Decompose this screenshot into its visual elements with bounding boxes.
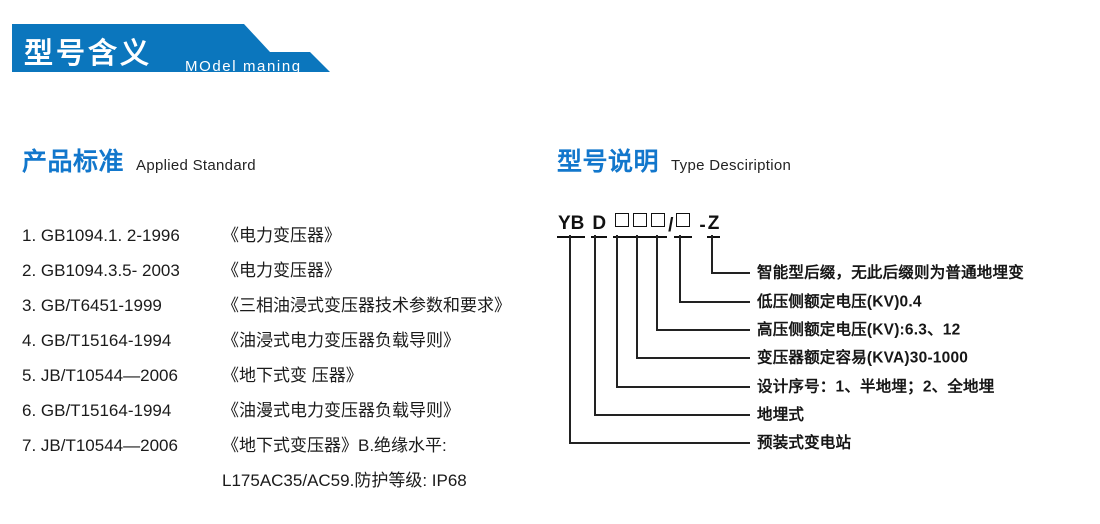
square-box-icon <box>615 213 630 227</box>
standards-list: 1. GB1094.1. 2-1996 《电力变压器》 2. GB1094.3.… <box>22 218 542 498</box>
banner-title: 型号含义 <box>24 38 153 70</box>
code-segment-yb: YB <box>557 214 586 238</box>
standard-code: 4. GB/T15164-1994 <box>22 331 172 350</box>
legend-item-design-serial: 设计序号：1、半地埋；2、全地埋 <box>757 378 995 396</box>
section-heading-type-description: 型号说明 Type Desciription <box>557 142 791 178</box>
code-segment-z: Z <box>706 214 721 238</box>
square-box-icon <box>676 213 691 227</box>
code-segment-d: D <box>591 214 608 238</box>
legend-item-prefab-substation: 预装式变电站 <box>757 434 852 452</box>
banner-shape <box>12 24 330 72</box>
standard-code: 3. GB/T6451-1999 <box>22 296 162 315</box>
model-code-diagram: YB D / - Z 智能型后缀，无此后缀则为 <box>545 205 1095 470</box>
standard-code: 6. GB/T15164-1994 <box>22 401 172 420</box>
section-heading-applied-standard: 产品标准 Applied Standard <box>22 142 256 178</box>
list-item: 2. GB1094.3.5- 2003 《电力变压器》 <box>22 253 542 288</box>
type-description-title-en: Type Desciription <box>671 157 792 174</box>
code-segment-box-1 <box>613 213 632 238</box>
page-banner: 型号含义 MOdel maning <box>0 14 340 84</box>
type-description-title-cn: 型号说明 <box>557 148 660 176</box>
legend-item-lv-rated-voltage: 低压侧额定电压(KV)0.4 <box>757 293 922 311</box>
code-segment-box-3 <box>649 213 668 238</box>
standard-name: 《电力变压器》 <box>222 261 341 280</box>
code-separator-slash: / <box>668 215 674 236</box>
legend-item-buried-type: 地埋式 <box>757 406 805 424</box>
legend-item-hv-rated-voltage: 高压侧额定电压(KV):6.3、12 <box>757 321 961 339</box>
standard-continuation-line: L175AC35/AC59.防护等级: IP68 <box>222 471 467 490</box>
list-item: 1. GB1094.1. 2-1996 《电力变压器》 <box>22 218 542 253</box>
legend-item-smart-suffix: 智能型后缀，无此后缀则为普通地埋变 <box>757 264 1024 282</box>
list-item: 3. GB/T6451-1999 《三相油浸式变压器技术参数和要求》 <box>22 288 542 323</box>
model-code-string: YB D / - Z <box>557 213 721 238</box>
banner-subtitle: MOdel maning <box>185 58 302 75</box>
list-item: 6. GB/T15164-1994 《油漫式电力变压器负载导则》 <box>22 393 542 428</box>
standard-name: 《油漫式电力变压器负载导则》 <box>222 401 460 420</box>
standard-name: 《电力变压器》 <box>222 226 341 245</box>
standard-name: 《油浸式电力变压器负载导则》 <box>222 331 460 350</box>
standard-code: 7. JB/T10544—2006 <box>22 436 178 455</box>
code-separator-dash: - <box>699 215 706 236</box>
square-box-icon <box>651 213 666 227</box>
list-item: 4. GB/T15164-1994 《油浸式电力变压器负载导则》 <box>22 323 542 358</box>
standard-name: 《三相油浸式变压器技术参数和要求》 <box>222 296 511 315</box>
code-segment-box-2 <box>631 213 650 238</box>
standard-name: 《地下式变压器》B.绝缘水平: <box>222 436 447 455</box>
list-item: 5. JB/T10544—2006 《地下式变 压器》 <box>22 358 542 393</box>
applied-standard-title-en: Applied Standard <box>136 157 256 174</box>
code-segment-box-4 <box>674 213 693 238</box>
standard-code: 1. GB1094.1. 2-1996 <box>22 226 180 245</box>
leader-lines <box>569 235 750 444</box>
legend-labels: 智能型后缀，无此后缀则为普通地埋变 低压侧额定电压(KV)0.4 高压侧额定电压… <box>545 205 1095 470</box>
list-item: 7. JB/T10544—2006 《地下式变压器》B.绝缘水平: <box>22 428 542 463</box>
standard-code: 2. GB1094.3.5- 2003 <box>22 261 180 280</box>
applied-standard-title-cn: 产品标准 <box>22 148 125 176</box>
standard-code: 5. JB/T10544—2006 <box>22 366 178 385</box>
legend-item-rated-capacity: 变压器额定容易(KVA)30-1000 <box>757 349 969 367</box>
standard-name: 《地下式变 压器》 <box>222 366 363 385</box>
square-box-icon <box>633 213 648 227</box>
